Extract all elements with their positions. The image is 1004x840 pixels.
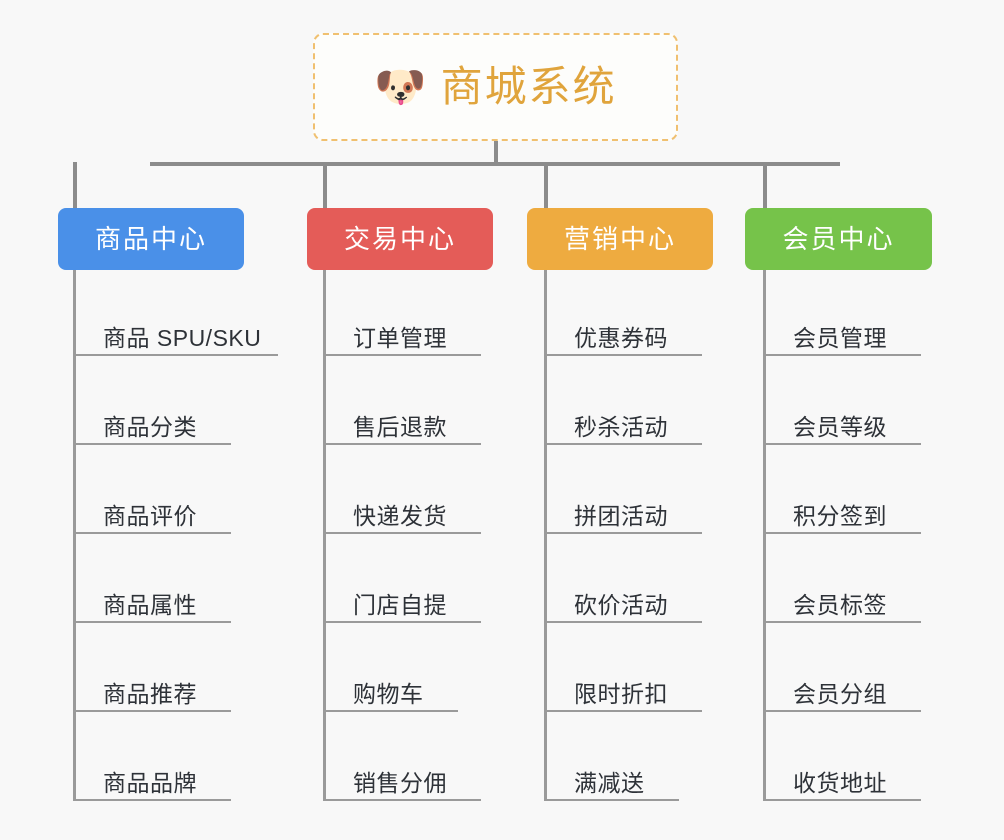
leaf-label: 优惠券码 <box>574 324 668 351</box>
branch-label: 商品中心 <box>94 224 207 254</box>
leaf-item[interactable]: 订单管理 <box>323 312 481 356</box>
branch-node-4[interactable]: 会员中心 <box>745 208 932 270</box>
branch-trunk-1 <box>73 270 76 801</box>
root-title: 商城系统 <box>440 63 617 110</box>
leaf-item[interactable]: 门店自提 <box>323 579 481 623</box>
branch-node-1[interactable]: 商品中心 <box>58 208 244 270</box>
leaf-item[interactable]: 拼团活动 <box>544 490 702 534</box>
branch-node-2[interactable]: 交易中心 <box>307 208 493 270</box>
leaf-label: 商品属性 <box>103 591 197 618</box>
leaf-label: 订单管理 <box>353 324 447 351</box>
leaf-label: 销售分佣 <box>353 769 447 796</box>
leaf-item[interactable]: 积分签到 <box>763 490 921 534</box>
leaf-label: 砍价活动 <box>574 591 668 618</box>
branch-label: 交易中心 <box>343 224 456 254</box>
branch-connector-drop-4 <box>763 162 767 208</box>
leaf-item[interactable]: 会员标签 <box>763 579 921 623</box>
leaf-label: 会员标签 <box>793 591 887 618</box>
leaf-label: 快递发货 <box>353 502 447 529</box>
leaf-item[interactable]: 售后退款 <box>323 401 481 445</box>
branch-node-3[interactable]: 营销中心 <box>527 208 713 270</box>
root-connector-bus <box>150 162 840 166</box>
leaf-item[interactable]: 会员等级 <box>763 401 921 445</box>
leaf-item[interactable]: 限时折扣 <box>544 668 702 712</box>
leaf-item[interactable]: 会员管理 <box>763 312 921 356</box>
leaf-item[interactable]: 商品品牌 <box>73 757 231 801</box>
leaf-label: 商品推荐 <box>103 680 197 707</box>
leaf-label: 会员管理 <box>793 324 887 351</box>
leaf-item[interactable]: 购物车 <box>323 668 458 712</box>
leaf-item[interactable]: 会员分组 <box>763 668 921 712</box>
leaf-label: 拼团活动 <box>574 502 668 529</box>
leaf-item[interactable]: 销售分佣 <box>323 757 481 801</box>
leaf-item[interactable]: 秒杀活动 <box>544 401 702 445</box>
shiba-dog-face-icon: 🐶 <box>374 63 427 110</box>
branch-connector-drop-1 <box>73 162 77 208</box>
leaf-item[interactable]: 商品推荐 <box>73 668 231 712</box>
leaf-item[interactable]: 商品分类 <box>73 401 231 445</box>
leaf-label: 商品评价 <box>103 502 197 529</box>
branch-label: 营销中心 <box>563 224 676 254</box>
leaf-label: 商品品牌 <box>103 769 197 796</box>
branch-connector-drop-3 <box>544 162 548 208</box>
leaf-label: 商品 SPU/SKU <box>103 324 262 351</box>
leaf-item[interactable]: 快递发货 <box>323 490 481 534</box>
leaf-item[interactable]: 商品属性 <box>73 579 231 623</box>
root-connector-stem <box>494 141 498 164</box>
leaf-label: 购物车 <box>353 680 424 707</box>
leaf-label: 会员等级 <box>793 413 887 440</box>
root-node-shop-system[interactable]: 🐶 商城系统 <box>313 33 678 141</box>
branch-label: 会员中心 <box>782 224 895 254</box>
leaf-item[interactable]: 满减送 <box>544 757 679 801</box>
leaf-label: 会员分组 <box>793 680 887 707</box>
leaf-label: 秒杀活动 <box>574 413 668 440</box>
leaf-item[interactable]: 优惠券码 <box>544 312 702 356</box>
leaf-item[interactable]: 收货地址 <box>763 757 921 801</box>
leaf-label: 限时折扣 <box>574 680 668 707</box>
leaf-item[interactable]: 砍价活动 <box>544 579 702 623</box>
leaf-label: 售后退款 <box>353 413 447 440</box>
leaf-label: 商品分类 <box>103 413 197 440</box>
branch-trunk-2 <box>323 270 326 801</box>
leaf-item[interactable]: 商品评价 <box>73 490 231 534</box>
leaf-item[interactable]: 商品 SPU/SKU <box>73 312 278 356</box>
branch-trunk-4 <box>763 270 766 801</box>
leaf-label: 门店自提 <box>353 591 447 618</box>
leaf-label: 收货地址 <box>793 769 887 796</box>
branch-trunk-3 <box>544 270 547 801</box>
leaf-label: 满减送 <box>574 769 645 796</box>
branch-connector-drop-2 <box>323 162 327 208</box>
leaf-label: 积分签到 <box>793 502 887 529</box>
